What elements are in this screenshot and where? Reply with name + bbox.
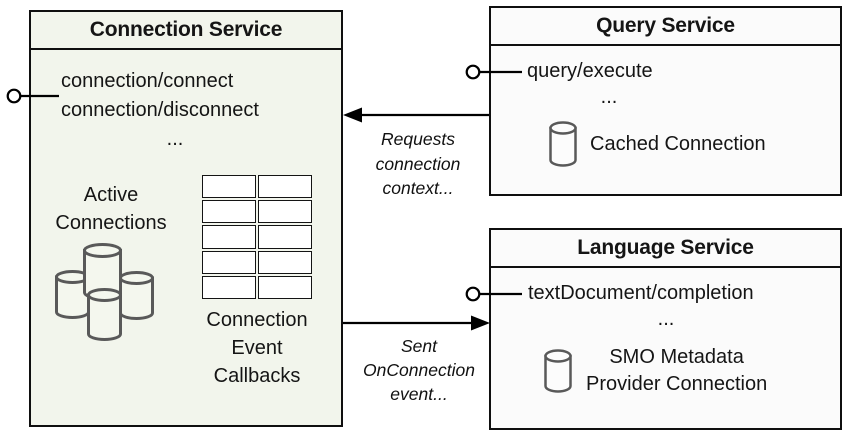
language-service-methods: textDocument/completion ... <box>528 280 804 332</box>
query-service-header: Query Service <box>491 8 840 46</box>
table-cell <box>202 275 256 299</box>
sent-label-line1: Sent <box>401 336 437 356</box>
query-service-title: Query Service <box>596 14 735 37</box>
language-service-box: Language Service textDocument/completion… <box>489 228 842 430</box>
method-connection-connect: connection/connect <box>61 70 234 92</box>
query-methods-ellipsis: ... <box>600 86 618 108</box>
query-service-methods: query/execute ... <box>527 58 691 110</box>
connection-event-callbacks-label: Connection Event Callbacks <box>177 306 337 390</box>
table-cell <box>202 250 256 274</box>
method-query-execute: query/execute <box>527 60 653 82</box>
connection-service-title: Connection Service <box>89 18 283 41</box>
database-icon <box>544 349 572 393</box>
language-methods-ellipsis: ... <box>657 308 675 330</box>
table-cell <box>202 175 256 199</box>
callbacks-line3: Callbacks <box>213 365 301 387</box>
database-cluster-icon <box>55 243 154 341</box>
table-cell <box>202 225 256 249</box>
requests-connection-context-arrow <box>343 107 489 123</box>
language-service-header: Language Service <box>491 230 840 268</box>
cached-connection-item: Cached Connection <box>549 121 766 167</box>
requests-label-line1: Requests <box>381 129 455 149</box>
table-grid-icon <box>202 175 312 299</box>
table-cell <box>258 225 312 249</box>
sent-label-line3: event... <box>390 384 448 404</box>
connection-methods-ellipsis: ... <box>166 128 184 150</box>
method-connection-disconnect: connection/disconnect <box>61 99 259 121</box>
callbacks-line2: Event <box>231 337 283 359</box>
active-connections-label: Active Connections <box>35 181 187 237</box>
method-textdocument-completion: textDocument/completion <box>528 282 754 304</box>
query-service-box: Query Service query/execute ... Cached C… <box>489 6 842 196</box>
requests-label-line2: connection <box>375 153 461 174</box>
sent-arrow-label: Sent OnConnection event... <box>339 334 499 406</box>
requests-arrow-label: Requests connection context... <box>338 127 498 201</box>
table-cell <box>258 200 312 224</box>
requests-label-line3: context... <box>382 178 454 198</box>
smo-metadata-label: SMO Metadata Provider Connection <box>586 344 767 398</box>
table-cell <box>258 250 312 274</box>
callbacks-line1: Connection <box>206 309 308 331</box>
connection-service-box: Connection Service connection/connect co… <box>29 10 343 427</box>
sent-onconnection-event-arrow <box>343 315 490 331</box>
smo-label-line1: SMO Metadata <box>609 346 744 368</box>
database-icon <box>549 121 577 167</box>
language-service-title: Language Service <box>577 236 754 259</box>
table-cell <box>258 275 312 299</box>
cached-connection-label: Cached Connection <box>590 132 766 155</box>
connection-service-methods: connection/connect connection/disconnect… <box>61 67 289 154</box>
sent-label-line2: OnConnection <box>363 360 475 380</box>
table-cell <box>202 200 256 224</box>
smo-label-line2: Provider Connection <box>586 373 768 395</box>
smo-metadata-item: SMO Metadata Provider Connection <box>544 344 767 398</box>
table-cell <box>258 175 312 199</box>
connection-service-header: Connection Service <box>31 12 341 50</box>
active-connections-line1: Active <box>83 184 139 206</box>
active-connections-line2: Connections <box>55 212 167 234</box>
